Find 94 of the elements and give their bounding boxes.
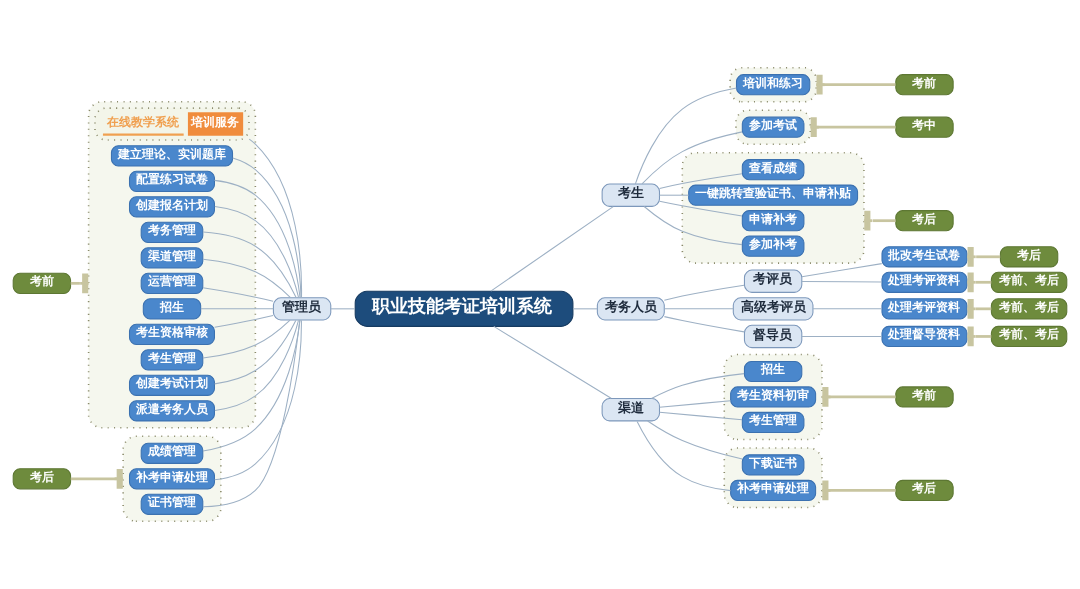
node-box: 处理考评资料 [881, 271, 968, 293]
connector [659, 400, 732, 408]
node-box: 在线教学系统 培训服务 [94, 107, 250, 141]
connector [490, 206, 614, 292]
node-box: 考生管理 [140, 349, 204, 371]
node-box: 考务人员 [596, 297, 665, 321]
connector [659, 194, 690, 196]
node-box: 考后 [895, 479, 954, 502]
node-box: 考前、考后 [990, 298, 1068, 320]
connector [202, 319, 301, 508]
node-box: 参加考试 [741, 116, 805, 138]
node-box: 批改考生试卷 [881, 246, 968, 268]
connector [200, 308, 274, 310]
connector [659, 411, 743, 421]
node-box: 参加补考 [741, 235, 805, 257]
node-box: 考前 [12, 272, 72, 294]
node-box: 申请补考 [741, 210, 805, 232]
node-box: 考前、考后 [990, 271, 1068, 293]
node-box: 督导员 [743, 324, 803, 349]
connector [232, 157, 302, 298]
node-box: 补考申请处理 [128, 468, 215, 490]
connector [659, 173, 743, 189]
connector [572, 308, 598, 310]
connector [663, 284, 745, 301]
connector [634, 87, 737, 185]
node-box: 建立理论、实训题库 [110, 145, 234, 167]
connector [493, 325, 612, 399]
node-box: 考生资料初审 [730, 386, 817, 408]
connector [202, 231, 297, 298]
node-box: 一键跳转查验证书、申请补贴 [688, 184, 859, 206]
cluster [735, 109, 812, 145]
node-box: 配置练习试卷 [128, 170, 215, 192]
node-box: 创建报名计划 [128, 196, 215, 218]
node-box: 考生 [601, 183, 660, 207]
connector [801, 263, 883, 278]
node-box: 考生资格审核 [128, 323, 215, 345]
node-box: 考前 [895, 74, 954, 96]
connector [801, 280, 883, 283]
connector [816, 74, 896, 95]
node-box: 管理员 [272, 297, 332, 321]
node-box: 派遣考务人员 [128, 400, 215, 422]
cluster [729, 66, 817, 103]
connector [214, 315, 274, 328]
connector [641, 131, 743, 185]
connector [663, 316, 745, 333]
connector [659, 200, 743, 217]
connector [330, 308, 356, 310]
node-box: 考后 [895, 210, 954, 232]
cluster [723, 447, 823, 509]
connector [214, 319, 299, 411]
connector [214, 319, 302, 481]
node-box: 考前 [895, 386, 954, 408]
node-box: 考务管理 [140, 221, 204, 243]
connector [663, 308, 734, 310]
node-box: 查看成绩 [741, 159, 805, 181]
cluster [122, 435, 222, 523]
node-box: 创建考试计划 [128, 374, 215, 396]
node-box: 成绩管理 [140, 442, 204, 464]
connector [636, 420, 732, 492]
node-box: 运营管理 [140, 272, 204, 294]
connector [650, 373, 745, 400]
node-box: 考前、考后 [990, 325, 1068, 348]
connector [643, 205, 743, 246]
node-box: 补考申请处理 [730, 479, 817, 502]
node-box: 招生 [743, 360, 803, 383]
node-box: 渠道管理 [140, 247, 204, 269]
cluster [681, 151, 865, 264]
node-box: 下载证书 [741, 454, 805, 476]
node-box: 考后 [999, 246, 1059, 268]
node-box: 高级考评员 [732, 297, 814, 321]
cluster [723, 353, 823, 441]
node-box: 证书管理 [140, 493, 204, 515]
node-box: 处理督导资料 [881, 325, 968, 348]
cluster [87, 100, 257, 429]
node-box: 考后 [12, 468, 72, 490]
connector [214, 319, 297, 385]
connector [202, 319, 291, 359]
node-box: 渠道 [601, 398, 660, 422]
connector [202, 287, 274, 302]
connector [214, 206, 300, 299]
connector [647, 420, 743, 460]
node-box: 考生管理 [741, 411, 805, 434]
node-box: 职业技能考证培训系统 [354, 290, 574, 327]
connector [812, 308, 883, 310]
node-box: 处理考评资料 [881, 298, 968, 320]
node-box: 招生 [142, 298, 202, 320]
connector [213, 179, 301, 298]
node-box: 培训和练习 [735, 74, 811, 96]
connector [801, 335, 883, 337]
node-box: 考评员 [743, 269, 803, 293]
node-box: 考中 [895, 116, 954, 138]
connector [202, 258, 292, 299]
connector [248, 138, 303, 298]
connector [202, 319, 301, 452]
